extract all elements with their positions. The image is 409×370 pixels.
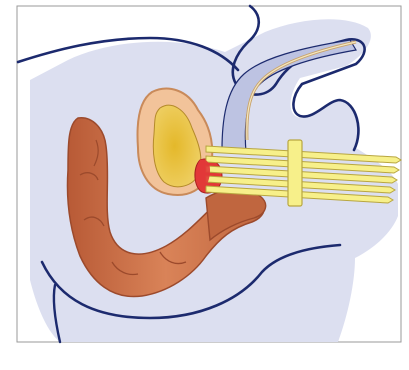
needle-template <box>288 140 302 206</box>
